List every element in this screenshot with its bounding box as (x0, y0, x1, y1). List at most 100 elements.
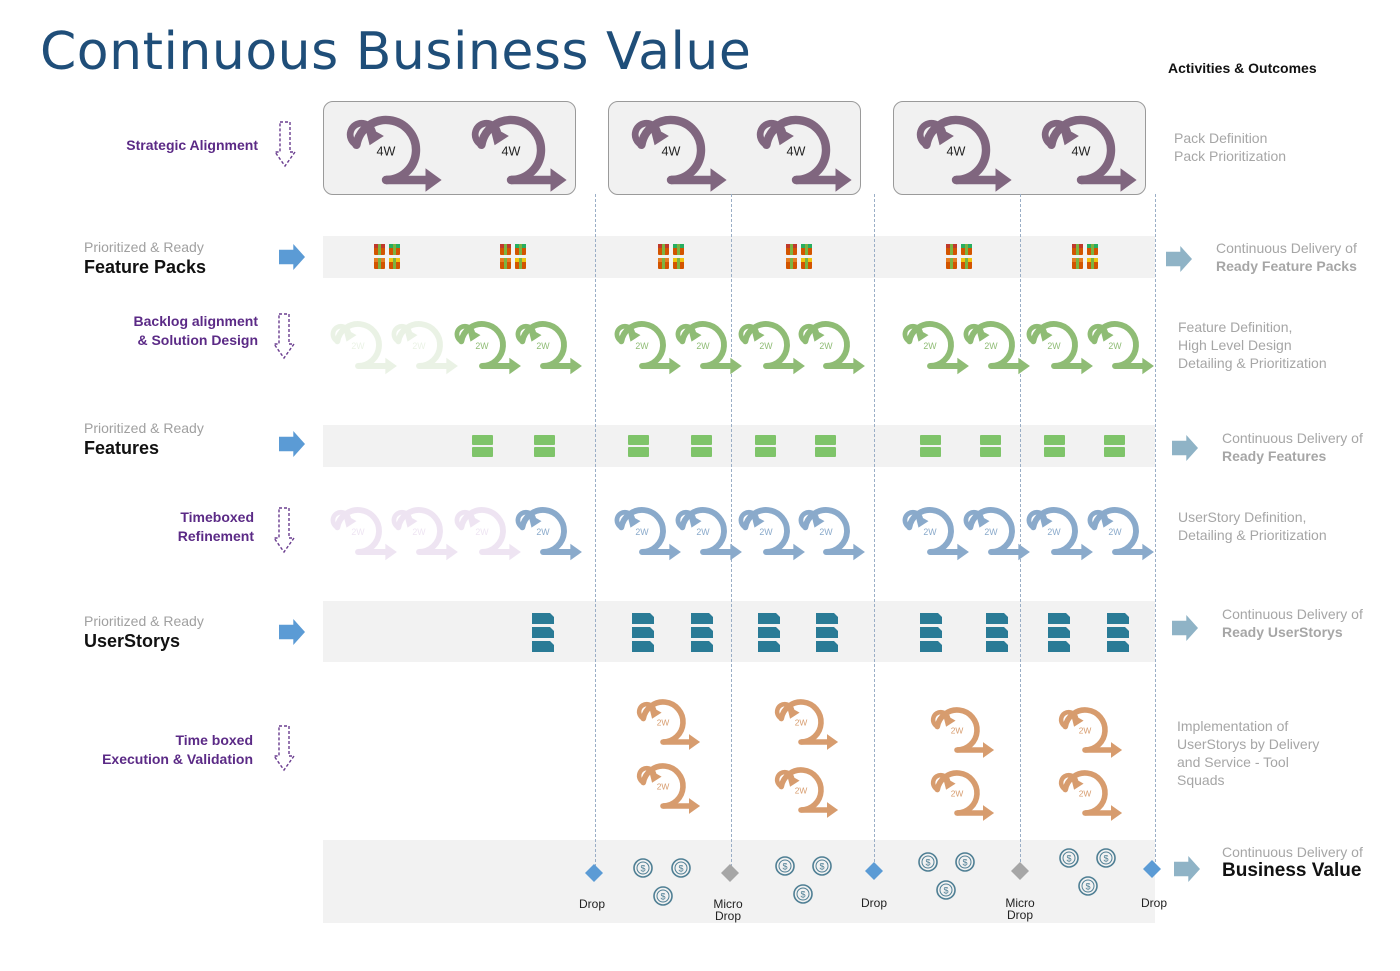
business-value-coin-5-symbol: $ (819, 862, 824, 872)
refinement-2w-cycle-7: 2W (738, 507, 805, 561)
backlog-2w-cycle-6-label: 2W (696, 341, 710, 351)
userstory-icon-6 (920, 613, 942, 652)
timeboxed-refinement-label: Timeboxed Refinement (177, 509, 254, 544)
execution-down-arrow (272, 725, 296, 772)
drop-marker-1 (585, 864, 603, 882)
execution-2w-cycle-3-label: 2W (951, 726, 964, 736)
refinement-2w-cycle-12: 2W (1087, 507, 1154, 561)
refinement-2w-cycle-4-label: 2W (536, 527, 550, 537)
refinement-outcomes: UserStory Definition, Detailing & Priori… (1178, 509, 1327, 543)
business-value-coin-8: $ (955, 852, 975, 872)
execution-2w-cycle-5: 2W (636, 763, 701, 814)
backlog-2w-cycle-9-label: 2W (923, 341, 937, 351)
business-value-coin-11-symbol: $ (1103, 854, 1108, 864)
feature-icon-7 (920, 435, 941, 457)
execution-2w-cycle-7: 2W (930, 770, 995, 821)
feature-packs-sub-label: Prioritized & Ready (84, 239, 204, 255)
refinement-2w-cycle-9: 2W (902, 507, 969, 561)
features-delivery-sub: Continuous Delivery of (1222, 430, 1363, 446)
business-value-coin-8-symbol: $ (962, 858, 967, 868)
features-label: Features (84, 438, 160, 458)
strategic-4w-cycle-4-label: 4W (787, 144, 806, 158)
strategic-4w-cycle-3: 4W (631, 115, 727, 192)
backlog-2w-cycle-7-label: 2W (759, 341, 773, 351)
refinement-2w-cycle-5-label: 2W (635, 527, 649, 537)
refinement-2w-cycle-3-label: 2W (475, 527, 489, 537)
userstorys-band (323, 601, 1155, 662)
features-band (323, 425, 1155, 467)
userstory-icon-7 (986, 613, 1008, 652)
backlog-outcomes: Feature Definition, High Level Design De… (1178, 319, 1327, 371)
drop-guide-line-5 (1155, 194, 1156, 872)
backlog-2w-cycle-12: 2W (1087, 321, 1154, 375)
feature-icon-2 (534, 435, 555, 457)
refinement-2w-cycle-12-label: 2W (1108, 527, 1122, 537)
feature-pack-icon-1 (374, 244, 400, 269)
refinement-2w-cycle-10-label: 2W (984, 527, 998, 537)
refinement-2w-cycle-4: 2W (515, 507, 582, 561)
feature-icon-8 (980, 435, 1001, 457)
feature-packs-delivery-main: Ready Feature Packs (1216, 258, 1357, 274)
refinement-2w-cycle-3: 2W (454, 507, 521, 561)
drop-label-3: Drop (1140, 896, 1167, 910)
drop-label-2: Drop (860, 896, 887, 910)
business-value-coin-2: $ (671, 858, 691, 878)
feature-icon-6 (815, 435, 836, 457)
backlog-2w-cycle-4: 2W (515, 321, 582, 375)
execution-validation-label: Time boxed Execution & Validation (102, 732, 253, 767)
strategic-alignment-label: Strategic Alignment (126, 137, 258, 153)
business-value-coin-4: $ (775, 856, 795, 876)
business-value-coin-1-symbol: $ (640, 864, 645, 874)
userstory-icon-8 (1048, 613, 1070, 652)
business-value-coin-1: $ (633, 858, 653, 878)
refinement-2w-cycle-2-label: 2W (412, 527, 426, 537)
backlog-down-arrow (272, 313, 296, 360)
execution-2w-cycle-2: 2W (774, 699, 839, 750)
strategic-4w-cycle-1-label: 4W (377, 144, 396, 158)
business-value-coin-3-symbol: $ (660, 892, 665, 902)
refinement-2w-cycle-6: 2W (675, 507, 742, 561)
feature-icon-5 (755, 435, 776, 457)
refinement-2w-cycle-8-label: 2W (819, 527, 833, 537)
refinement-2w-cycle-11-label: 2W (1047, 527, 1061, 537)
business-value-coin-5: $ (812, 856, 832, 876)
business-value-coin-7-symbol: $ (925, 858, 930, 868)
userstory-icon-3 (691, 613, 713, 652)
business-value-coin-4-symbol: $ (782, 862, 787, 872)
business-value-coin-9: $ (936, 880, 956, 900)
refinement-2w-cycle-1: 2W (330, 507, 397, 561)
refinement-2w-cycle-9-label: 2W (923, 527, 937, 537)
feature-icon-3 (628, 435, 649, 457)
refinement-2w-cycle-8: 2W (798, 507, 865, 561)
business-value-band (323, 840, 1155, 923)
features-delivery-main: Ready Features (1222, 448, 1327, 464)
backlog-2w-cycle-8: 2W (798, 321, 865, 375)
userstorys-arrow (279, 619, 305, 645)
backlog-2w-cycle-11-label: 2W (1047, 341, 1061, 351)
execution-2w-cycle-1-label: 2W (657, 718, 670, 728)
feature-packs-band (323, 236, 1155, 278)
userstory-icon-5 (816, 613, 838, 652)
userstory-icon-1 (532, 613, 554, 652)
feature-pack-icon-6 (1072, 244, 1098, 269)
execution-2w-cycle-3: 2W (930, 707, 995, 758)
feature-pack-icon-2 (500, 244, 526, 269)
micro-drop-marker-4 (1011, 862, 1029, 880)
refinement-down-arrow (272, 507, 296, 554)
strategic-4w-cycle-2: 4W (471, 115, 567, 192)
refinement-2w-cycle-2: 2W (391, 507, 458, 561)
userstorys-sub-label: Prioritized & Ready (84, 613, 204, 629)
features-sub-label: Prioritized & Ready (84, 420, 204, 436)
backlog-2w-cycle-10-label: 2W (984, 341, 998, 351)
execution-2w-cycle-4: 2W (1058, 707, 1123, 758)
backlog-2w-cycle-1-label: 2W (351, 341, 365, 351)
backlog-2w-cycle-1: 2W (330, 321, 397, 375)
business-value-coin-7: $ (918, 852, 938, 872)
drop-label-1: Drop (578, 897, 605, 911)
backlog-2w-cycle-9: 2W (902, 321, 969, 375)
execution-2w-cycle-8-label: 2W (1079, 789, 1092, 799)
drop-guide-line-4 (1020, 194, 1021, 872)
feature-pack-icon-4 (786, 244, 812, 269)
feature-packs-label: Feature Packs (84, 257, 207, 277)
